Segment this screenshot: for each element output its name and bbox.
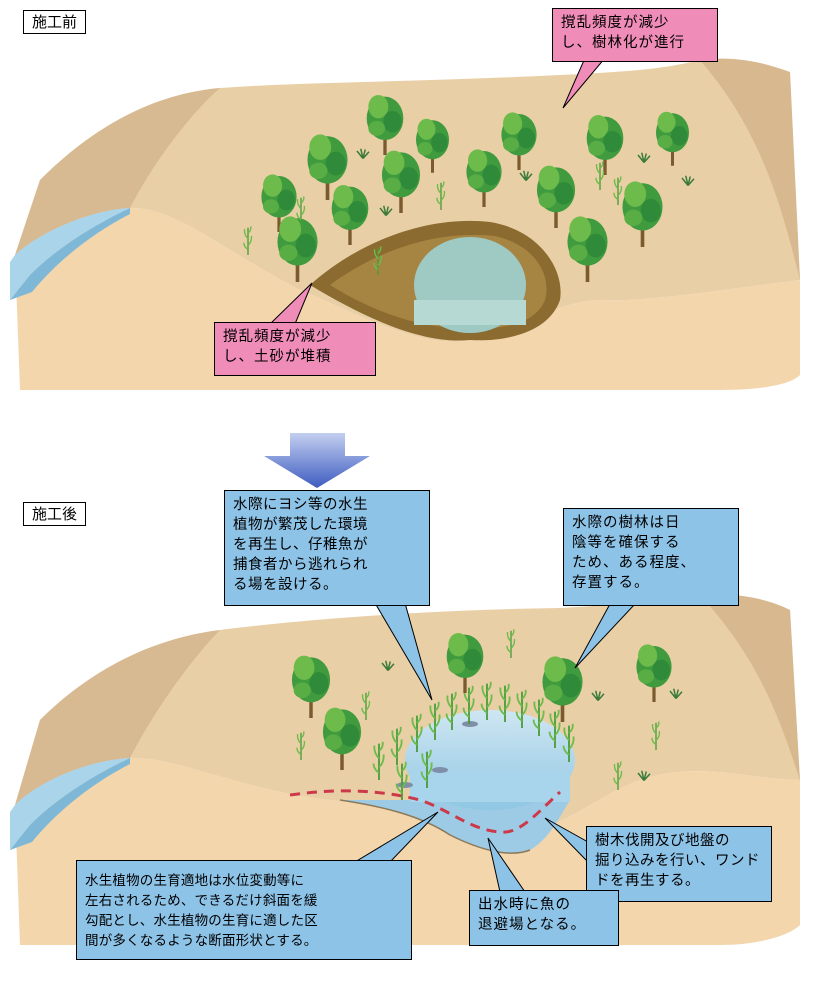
callout-line: 撹乱頻度が減少 <box>223 329 332 345</box>
callout-line: ドを再生する。 <box>595 873 700 889</box>
after-river <box>10 758 130 850</box>
before-river <box>10 208 130 300</box>
callout-line: 掘り込みを行い、ワンド <box>595 853 760 869</box>
callout-line: 存置する。 <box>572 575 650 591</box>
callout-line: 陰等を確保する <box>572 535 681 551</box>
callout-line: 水際の樹林は日 <box>572 515 681 531</box>
original-ground-dashed-line <box>289 789 562 834</box>
fish-icon <box>462 721 478 727</box>
callout-line: 植物が繁茂した環境 <box>233 517 368 533</box>
callout-after-left: 水生植物の生育適地は水位変動等に 左右されるため、できるだけ斜面を緩 勾配とし、… <box>76 860 412 960</box>
transition-arrow-icon <box>264 433 370 488</box>
callout-line: 撹乱頻度が減少 <box>561 15 670 31</box>
callout-line: 水際にヨシ等の水生 <box>233 497 368 513</box>
callout-before-bottom: 撹乱頻度が減少 し、土砂が堆積 <box>214 322 376 376</box>
callout-after-lowright: 樹木伐開及び地盤の 掘り込みを行い、ワンド ドを再生する。 <box>586 826 772 902</box>
before-ground-front <box>15 207 800 390</box>
callout-after-center: 水際にヨシ等の水生 植物が繁茂した環境 を再生し、仔稚魚が 捕食者から逃れられ … <box>224 490 430 606</box>
after-wando-section <box>340 800 570 854</box>
callout-line: 勾配とし、水生植物の生育に適した区 <box>85 913 318 929</box>
callout-line: し、樹林化が進行 <box>561 35 685 51</box>
callout-line: 間が多くなるような断面形状とする。 <box>85 933 318 949</box>
callout-before-top: 撹乱頻度が減少 し、樹林化が進行 <box>552 8 718 62</box>
callout-after-bottom: 出水時に魚の 退避場となる。 <box>469 890 619 946</box>
callout-line: を再生し、仔稚魚が <box>233 537 368 553</box>
callout-line: る場を設ける。 <box>233 577 338 593</box>
after-ground-top <box>15 594 800 829</box>
callout-line: 樹木伐開及び地盤の <box>595 833 730 849</box>
after-landscape <box>10 594 800 945</box>
callout-line: 捕食者から逃れられ <box>233 557 368 573</box>
section-label-before: 施工前 <box>23 10 87 34</box>
callout-line: ため、ある程度、 <box>572 555 696 571</box>
callout-line: 左右されるため、できるだけ斜面を緩 <box>85 893 318 909</box>
callout-line: し、土砂が堆積 <box>223 349 332 365</box>
callout-line: 水生植物の生育適地は水位変動等に <box>85 873 305 889</box>
section-label-after: 施工後 <box>23 502 87 526</box>
callout-after-right: 水際の樹林は日 陰等を確保する ため、ある程度、 存置する。 <box>563 508 739 606</box>
callout-line: 出水時に魚の <box>478 897 571 913</box>
fish-icon <box>432 767 448 773</box>
before-landscape <box>10 58 800 390</box>
callout-line: 退避場となる。 <box>478 917 587 933</box>
